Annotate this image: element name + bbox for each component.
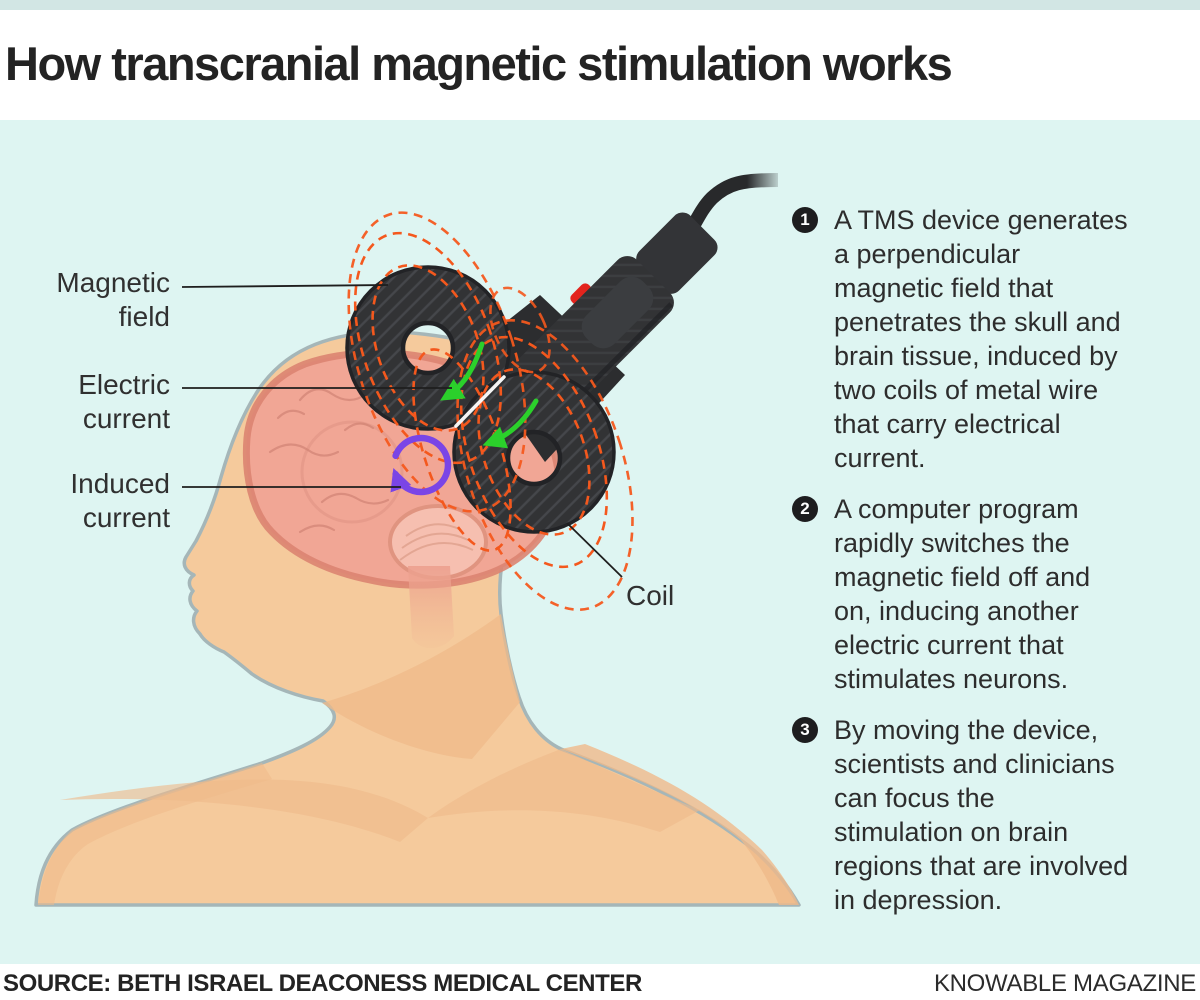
label-induced-current: Induced current (70, 468, 170, 533)
label-electric-current: Electric current (78, 369, 170, 434)
step-2: 2 A computer program rapidly switches th… (792, 492, 1192, 696)
step-2-text: A computer program rapidly switches the … (834, 494, 1091, 694)
step-1-text: A TMS device generates a perpendicular m… (834, 205, 1128, 473)
top-border-strip (0, 0, 1200, 10)
footer: SOURCE: BETH ISRAEL DEACONESS MEDICAL CE… (0, 964, 1200, 1000)
step-2-badge: 2 (792, 496, 818, 522)
header: How transcranial magnetic stimulation wo… (0, 10, 1200, 120)
label-magnetic-field: Magnetic field (56, 267, 170, 332)
step-3-badge: 3 (792, 717, 818, 743)
steps-column: 1 A TMS device generates a perpendicular… (792, 203, 1192, 934)
label-coil: Coil (626, 580, 675, 611)
step-1-badge: 1 (792, 207, 818, 233)
step-1: 1 A TMS device generates a perpendicular… (792, 203, 1192, 475)
page-title: How transcranial magnetic stimulation wo… (5, 37, 953, 90)
step-3: 3 By moving the device, scientists and c… (792, 713, 1192, 917)
step-3-text: By moving the device, scientists and cli… (834, 715, 1129, 915)
source-credit: SOURCE: BETH ISRAEL DEACONESS MEDICAL CE… (3, 970, 642, 997)
publisher-credit: KNOWABLE MAGAZINE (933, 970, 1196, 997)
